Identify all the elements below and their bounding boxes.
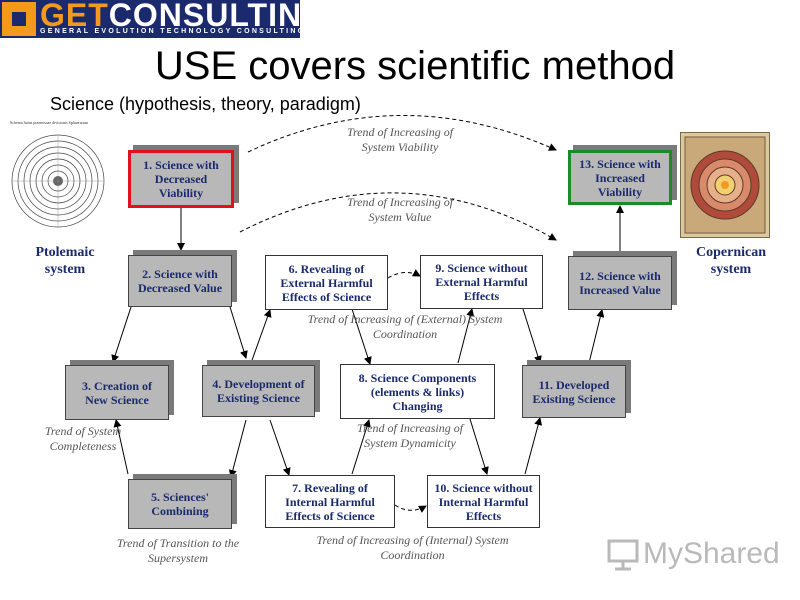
caption-internal-coordination-trend: Trend of Increasing of (Internal) System…	[316, 533, 509, 562]
logo-wordmark: GETCONSULTING	[40, 0, 328, 33]
caption-external-coordination-trend: Trend of Increasing of (External) System…	[307, 312, 503, 341]
ptolemaic-image-caption: Schema huius praemissae divisionis Sphae…	[10, 120, 89, 125]
caption-dynamicity-trend: Trend of Increasing of System Dynamicity	[356, 421, 464, 450]
arrow-5-3	[113, 419, 129, 475]
node-3-creation-new-science: 3. Creation of New Science	[65, 365, 169, 420]
page-title: USE covers scientific method	[154, 44, 676, 88]
node-10-without-internal-harmful: 10. Science without Internal Harmful Eff…	[427, 475, 540, 528]
copernican-diagram-image	[680, 132, 770, 238]
arrow-2-3	[111, 306, 132, 363]
trend-viability-arrow	[247, 115, 557, 153]
node-12-increased-value: 12. Science with Increased Value	[568, 256, 672, 310]
node-9-without-external-harmful: 9. Science without External Harmful Effe…	[420, 255, 543, 309]
arrow-6-9-dashed	[387, 269, 421, 279]
node-4-development-existing: 4. Development of Existing Science	[202, 365, 315, 417]
arrow-4-5	[228, 419, 247, 478]
trend-value-arrow	[239, 192, 557, 241]
arrow-4-7	[269, 419, 291, 476]
arrow-11-12	[588, 309, 605, 364]
arrow-4-6	[250, 309, 272, 364]
node-2-decreased-value: 2. Science with Decreased Value	[128, 255, 232, 307]
copernican-system-label: Copernican system	[696, 245, 766, 277]
node-6-external-harmful-effects: 6. Revealing of External Harmful Effects…	[265, 255, 388, 310]
ptolemaic-diagram-image: Schema huius praemissae divisionis Sphae…	[8, 116, 108, 236]
arrow-2-4	[229, 306, 248, 359]
caption-value-trend: Trend of Increasing of System Value	[346, 195, 454, 224]
arrow-8-9	[457, 308, 475, 364]
ptolemaic-system-label: Ptolemaic system	[35, 245, 95, 277]
logo: GETCONSULTING GENERAL EVOLUTION TECHNOLO…	[0, 0, 327, 38]
arrow-9-11	[522, 308, 542, 364]
arrow-8-10	[469, 418, 489, 475]
arrow-6-8	[351, 308, 372, 365]
node-1-decreased-viability: 1. Science with Decreased Viability	[128, 150, 234, 208]
caption-supersystem-trend: Trend of Transition to the Supersystem	[116, 536, 240, 565]
node-13-increased-viability: 13. Science with Increased Viability	[568, 150, 672, 205]
watermark-presentation-icon	[607, 539, 639, 571]
arrow-10-11	[524, 417, 543, 475]
node-5-sciences-combining: 5. Sciences' Combining	[128, 479, 232, 529]
arrow-7-10-dashed	[394, 504, 427, 513]
arrow-7-8	[351, 419, 371, 475]
node-11-developed-existing: 11. Developed Existing Science	[522, 365, 626, 418]
watermark-text: MyShared	[643, 537, 780, 570]
page-subtitle: Science (hypothesis, theory, paradigm)	[50, 94, 361, 114]
logo-tagline: GENERAL EVOLUTION TECHNOLOGY CONSULTING	[40, 28, 306, 35]
node-8-components-changing: 8. Science Components (elements & links)…	[340, 364, 495, 419]
node-7-internal-harmful-effects: 7. Revealing of Internal Harmful Effects…	[265, 475, 395, 528]
caption-completeness-trend: Trend of System Completeness	[44, 424, 122, 453]
caption-viability-trend: Trend of Increasing of System Viability	[346, 125, 454, 154]
logo-mark-icon	[2, 2, 36, 36]
